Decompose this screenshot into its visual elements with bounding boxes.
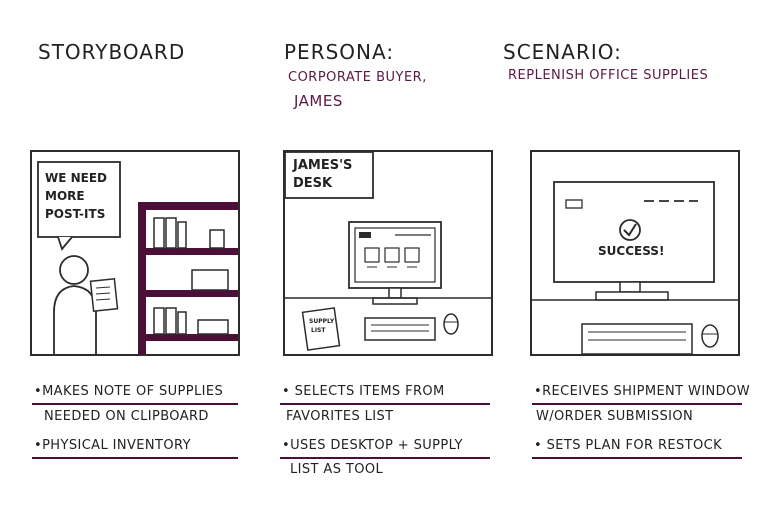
note-col2-line-3: •USES DESKTOP + SUPPLY [282,438,463,453]
note-col2-line-4: LIST AS TOOL [290,462,384,477]
storeroom-scene [37,161,238,354]
note-rule [32,457,238,459]
bubble-line-3: POST-ITS [45,207,106,221]
caption-line-1: JAMES'S [293,158,353,173]
shelving-unit [138,202,238,354]
note-rule [532,457,742,459]
caption-box [285,152,374,199]
bubble-line-2: MORE [45,189,85,203]
person-body [53,285,97,354]
supply-list-line-1: SUPPLY [309,318,335,325]
caption-line-2: DESK [293,176,333,191]
persona-name: JAMES [294,92,343,110]
note-col3-line-1: •RECEIVES SHIPMENT WINDOW [534,384,750,399]
note-rule [32,403,238,405]
person-head [59,255,89,285]
success-text: SUCCESS! [598,244,665,258]
note-col1-line-2: NEEDED ON CLIPBOARD [44,409,209,424]
persona-role: CORPORATE BUYER, [288,70,427,85]
keyboard [364,317,436,341]
storyboard-panel-2: JAMES'S DESK SUPPLY LIST [283,150,493,356]
note-rule [280,403,490,405]
mouse [701,324,719,348]
desk-scene [285,152,491,351]
note-col1-line-3: •PHYSICAL INVENTORY [34,438,191,453]
supply-list-line-2: LIST [311,327,326,334]
clipboard [89,278,119,312]
note-rule [280,457,490,459]
success-scene [532,181,738,354]
storyboard-title: STORYBOARD [38,40,186,64]
note-col3-line-3: • SETS PLAN FOR RESTOCK [534,438,723,453]
speech-bubble [37,161,121,238]
mouse [443,313,459,335]
note-col1-line-1: •MAKES NOTE OF SUPPLIES [34,384,224,399]
storyboard-panel-1: WE NEED MORE POST-ITS [30,150,240,356]
scenario-label: SCENARIO: [503,40,622,64]
storyboard-panel-3: SUCCESS! [530,150,740,356]
note-col2-line-2: FAVORITES LIST [286,409,394,424]
keyboard [581,323,693,354]
supply-list [301,307,341,351]
scenario-value: REPLENISH OFFICE SUPPLIES [508,68,709,83]
persona-label: PERSONA: [284,40,395,64]
check-icon [619,219,641,241]
bubble-line-1: WE NEED [45,171,108,185]
note-col2-line-1: • SELECTS ITEMS FROM [282,384,445,399]
note-rule [532,403,742,405]
note-col3-line-2: W/ORDER SUBMISSION [536,409,694,424]
